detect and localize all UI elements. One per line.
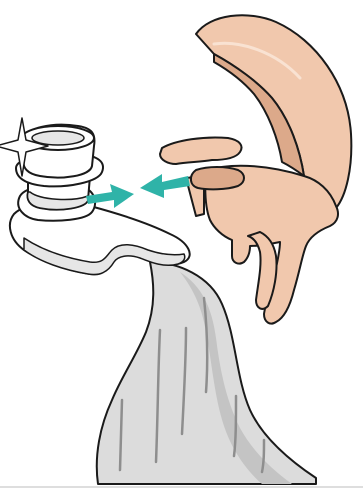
cushion-top-opening [32,131,84,145]
frame-clip-tab [191,167,244,189]
arrow-left-icon [140,174,190,198]
frame-clip-block [160,137,242,164]
